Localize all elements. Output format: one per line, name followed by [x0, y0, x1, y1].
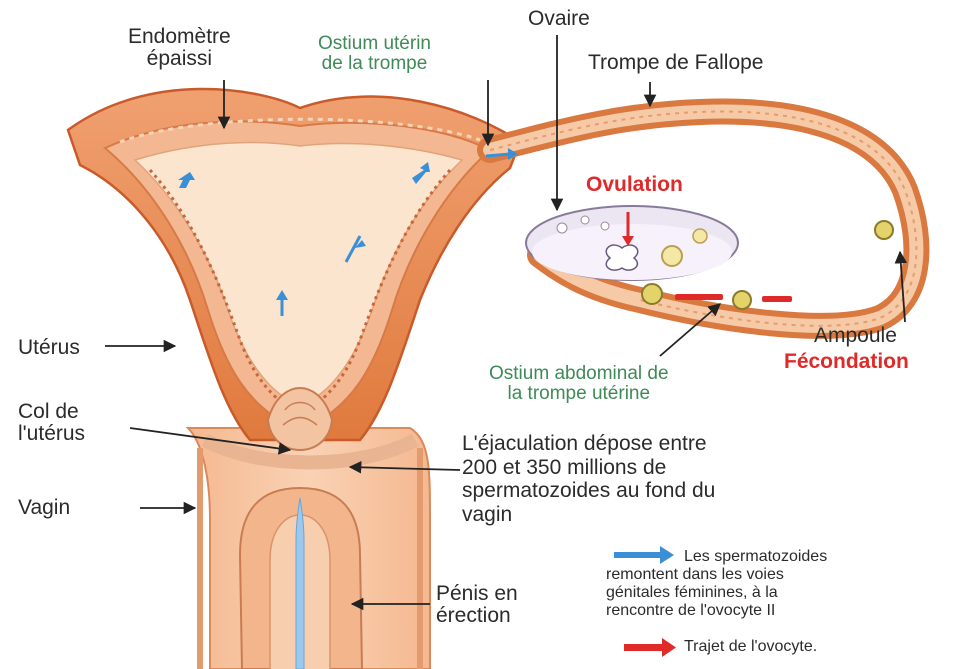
- ovary: [526, 206, 738, 280]
- label-ejaculation: L'éjaculation dépose entre200 et 350 mil…: [462, 432, 715, 526]
- legend-blue-text: Les spermatozoidesremontent dans les voi…: [606, 548, 827, 620]
- label-ostium-uterin: Ostium utérinde la trompe: [318, 34, 431, 74]
- label-ampoule: Ampoule: [814, 325, 897, 347]
- label-fecondation: Fécondation: [784, 351, 909, 373]
- legend-red-arrow-icon: [624, 638, 676, 657]
- legend-red-text: Trajet de l'ovocyte.: [684, 638, 817, 656]
- label-ovaire: Ovaire: [528, 8, 590, 30]
- label-vagin: Vagin: [18, 497, 70, 519]
- label-penis: Pénis enérection: [436, 583, 518, 627]
- label-endometre: Endomètreépaissi: [128, 26, 231, 70]
- label-ovulation: Ovulation: [586, 174, 683, 196]
- label-trompe: Trompe de Fallope: [588, 52, 763, 74]
- label-uterus: Utérus: [18, 337, 80, 359]
- uterus: [68, 89, 520, 450]
- penis: [240, 488, 362, 669]
- label-col: Col del'utérus: [18, 401, 85, 445]
- label-ostium-abdominal: Ostium abdominal dela trompe utérine: [489, 364, 669, 404]
